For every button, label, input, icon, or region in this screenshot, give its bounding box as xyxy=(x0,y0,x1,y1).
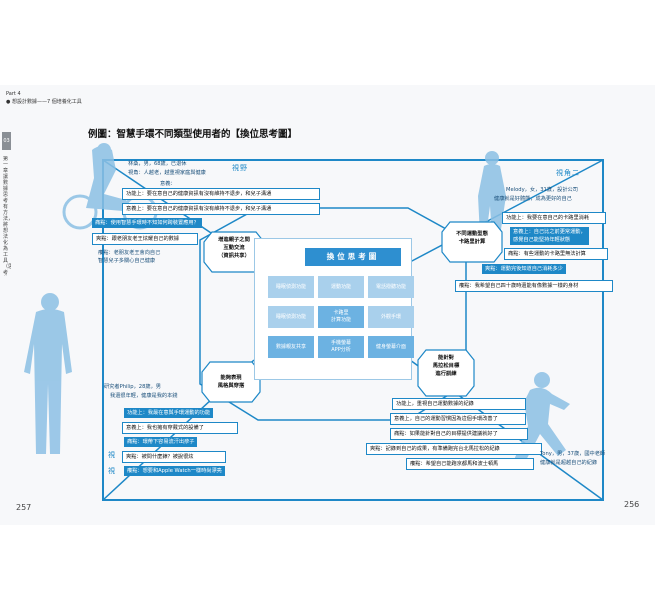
persona3-header-2: 我還很年輕，健康是我的本錢 xyxy=(110,393,178,399)
figure-title: 例圖：智慧手環不同類型使用者的【換位思考圖】 xyxy=(88,129,298,140)
hex-calorie-calc: 不同運動型態 卡路里計算 xyxy=(456,231,488,245)
chapter-side-text: 第一章 讓數據思考有方法，將想法化為工具（思考的基本架構）｜大數據分析 xyxy=(3,156,11,276)
hex-style: 能夠表現 風格與穿搭 xyxy=(217,375,245,389)
viewpoint-4-label: 視 xyxy=(108,467,116,475)
persona2-pain: 痛點：有些運動的卡路里無法計算 xyxy=(504,248,608,260)
viewpoint-2-label: 視角二 xyxy=(556,169,580,177)
persona4-meaning: 意義上，自己的運動習慣因為這個手環改善了 xyxy=(390,413,526,425)
persona2-itch: 癢點：我希望自己四十歲時還能有像數據一樣的身材 xyxy=(455,280,613,292)
feature-cell-4: 睡眠偵測功能 xyxy=(268,306,314,328)
page-number-right: 256 xyxy=(624,500,640,509)
persona3-itch: 癢點：想要和Apple Watch一樣時尚漂亮 xyxy=(124,466,225,476)
feature-cell-3: 電話撥聽功能 xyxy=(368,276,414,298)
persona1-header-1: 林桑，男，68歲，已退休 xyxy=(128,161,187,167)
persona4-itch: 癢點：希望自己能跑京都馬和波士頓馬 xyxy=(406,458,534,470)
feature-cell-2: 運動功能 xyxy=(318,276,364,298)
persona1-itch-1: 癢點：老朋友老王會向自己 xyxy=(98,250,161,256)
persona2-meaning: 意義上：自己比之前更常運動， 感覺自己能堅持年輕狀態 xyxy=(510,227,589,245)
persona1-extra: 意義： xyxy=(160,181,176,187)
persona3-pain: 痛點：環帶下容易流汗出疹子 xyxy=(124,437,198,447)
viewpoint-3-label: 視 xyxy=(108,451,116,459)
persona1-delight: 爽點：跟老朋友老王炫耀自己的數據 xyxy=(92,233,198,245)
hex-marathon: 能針對 馬拉松目標 進行訓練 xyxy=(432,355,460,377)
chapter-tab: 03 xyxy=(2,132,11,150)
persona3-delight: 爽點：被問什麼錶？被說很炫 xyxy=(122,451,226,463)
persona3-function: 功能上：我最在意與手環運動的功能 xyxy=(124,408,214,418)
feature-cell-9: 健身螢幕介面 xyxy=(368,336,414,358)
feature-cell-7: 數據親友共享 xyxy=(268,336,314,358)
persona1-pain: 痛點：使用智慧手環時不知如何跨裝置應用？ xyxy=(92,218,202,228)
persona4-header-1: Tony，男，37歲，國中老師 xyxy=(540,451,606,457)
persona4-pain: 痛點：如果能針對自己的目標提供建議就好了 xyxy=(390,428,528,440)
persona2-function: 功能上：我要在意自己的卡路里消耗 xyxy=(502,212,606,224)
feature-cell-6: 外觀手環 xyxy=(368,306,414,328)
persona4-function: 功能上，重視自己運動數據的紀錄 xyxy=(392,398,526,410)
viewpoint-1-label: 視野 xyxy=(232,164,248,172)
feature-cell-8: 手機螢幕 APP分析 xyxy=(318,336,364,358)
feature-cell-5: 卡路里 計算功能 xyxy=(318,306,364,328)
hex-family-share: 增進親子之間 互動交流 （資訊共享） xyxy=(218,237,250,259)
persona1-function: 功能上：要在意自己的健康資訊有沒有維持不退步，和兒子溝通 xyxy=(122,188,320,200)
persona3-meaning: 意義上：我也擁有穿戴式的設備了 xyxy=(122,422,238,434)
persona2-header-1: Melody，女，31歲，設計公司 xyxy=(506,187,578,193)
feature-cell-1: 睡眠偵測功能 xyxy=(268,276,314,298)
part-label: Part 4 xyxy=(6,91,21,97)
part-subtitle: ● 想設計數據——7 個培養化工具 xyxy=(6,99,82,105)
persona1-header-2: 視角：人越老，越重視家庭與健康 xyxy=(128,170,206,176)
persona1-itch-2: 智慧兒子多關心自己健康 xyxy=(98,258,156,264)
persona1-meaning: 意義上：要在意自己的健康資訊有沒有維持不退步，和兒子溝通 xyxy=(122,203,320,215)
page-number-left: 257 xyxy=(16,503,32,512)
persona4-delight: 爽點：記錄到自己的成果，有準備跑完台北馬拉松的紀錄 xyxy=(366,443,542,455)
persona3-header-1: 研究者Philip，28歲，男 xyxy=(104,384,161,390)
persona2-header-2: 健康就是好體態，成為更好的自己 xyxy=(494,196,572,202)
center-title: 換位思考圖 xyxy=(305,248,401,266)
persona4-header-2: 健康就是超越自己的紀錄 xyxy=(540,460,598,466)
persona2-delight: 爽點：運動完後知道自己消耗多少 xyxy=(482,264,566,274)
